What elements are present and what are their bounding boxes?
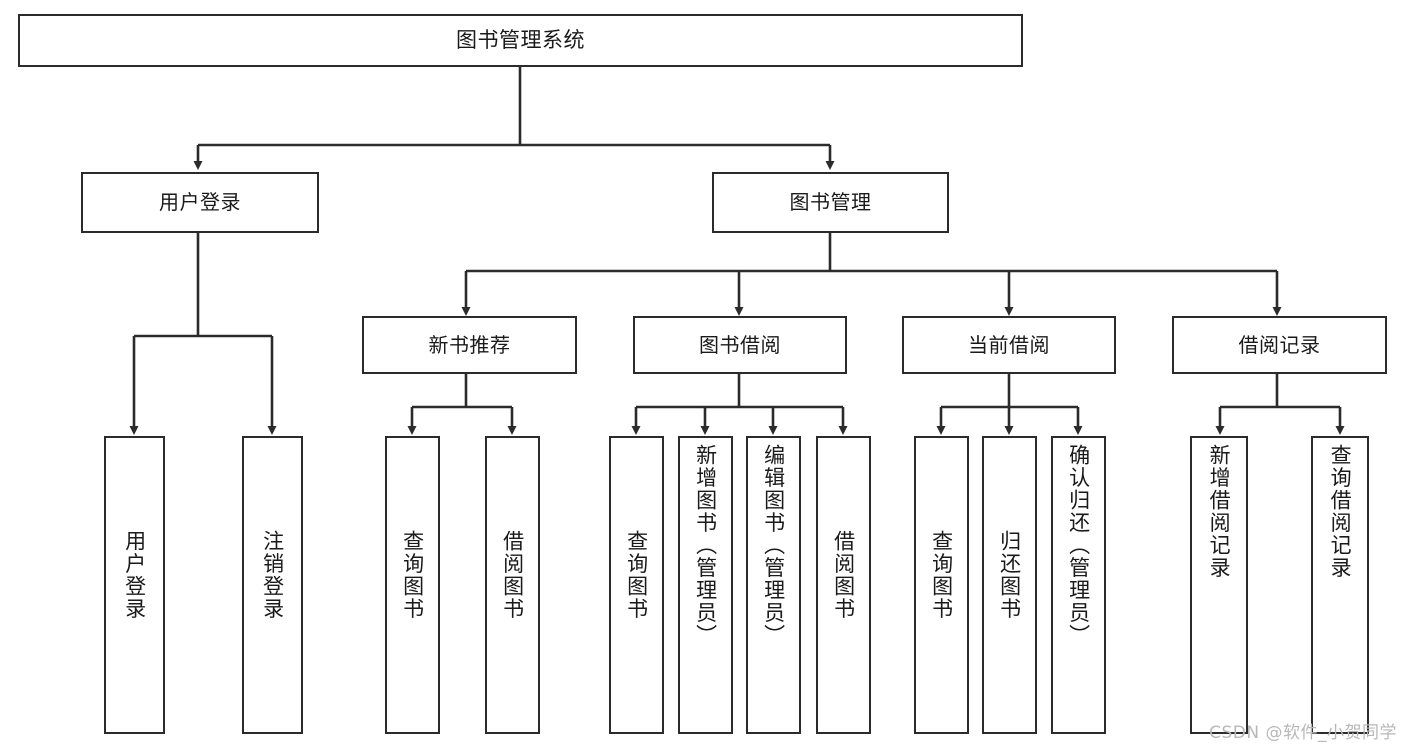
leaf-new-book-borrow[interactable]: 借阅图书 <box>485 436 540 734</box>
leaf-book-borrow-borrow[interactable]: 借阅图书 <box>816 436 871 734</box>
leaf-borrow-record-add-label: 新增借阅记录 <box>1207 444 1232 579</box>
node-new-book-recommend-label: 新书推荐 <box>428 332 511 357</box>
node-book-borrow[interactable]: 图书借阅 <box>633 316 847 374</box>
node-book-management-label: 图书管理 <box>789 190 872 215</box>
node-current-borrow-label: 当前借阅 <box>968 332 1050 357</box>
node-root-system[interactable]: 图书管理系统 <box>18 14 1023 67</box>
leaf-book-borrow-edit[interactable]: 编辑图书（管理员） <box>746 436 801 734</box>
leaf-user-login-logout[interactable]: 注销登录 <box>242 436 303 734</box>
node-current-borrow[interactable]: 当前借阅 <box>902 316 1116 374</box>
node-book-borrow-label: 图书借阅 <box>699 332 781 357</box>
node-root-label: 图书管理系统 <box>456 27 585 52</box>
leaf-user-login-logout-label: 注销登录 <box>260 530 285 620</box>
leaf-current-borrow-confirm-label: 确认归还（管理员） <box>1066 444 1091 647</box>
leaf-book-borrow-edit-label: 编辑图书（管理员） <box>761 444 786 647</box>
node-user-login-label: 用户登录 <box>159 190 241 215</box>
leaf-borrow-record-add[interactable]: 新增借阅记录 <box>1190 436 1248 734</box>
leaf-current-borrow-confirm[interactable]: 确认归还（管理员） <box>1051 436 1106 734</box>
leaf-book-borrow-query-label: 查询图书 <box>624 530 649 620</box>
watermark-text: CSDN @软件_小贺同学 <box>1209 723 1397 743</box>
leaf-user-login-login-label: 用户登录 <box>122 530 147 620</box>
leaf-book-borrow-add-label: 新增图书（管理员） <box>693 444 718 647</box>
node-borrow-record-label: 借阅记录 <box>1238 332 1321 357</box>
leaf-current-borrow-query[interactable]: 查询图书 <box>914 436 969 734</box>
leaf-current-borrow-query-label: 查询图书 <box>929 530 954 620</box>
leaf-current-borrow-return[interactable]: 归还图书 <box>982 436 1037 734</box>
node-user-login[interactable]: 用户登录 <box>81 172 319 233</box>
leaf-borrow-record-query-label: 查询借阅记录 <box>1328 444 1353 579</box>
node-book-management[interactable]: 图书管理 <box>712 172 949 233</box>
leaf-current-borrow-return-label: 归还图书 <box>997 530 1022 620</box>
leaf-book-borrow-add[interactable]: 新增图书（管理员） <box>678 436 733 734</box>
node-new-book-recommend[interactable]: 新书推荐 <box>362 316 577 374</box>
leaf-new-book-query-label: 查询图书 <box>400 530 425 620</box>
leaf-book-borrow-borrow-label: 借阅图书 <box>831 530 856 620</box>
node-borrow-record[interactable]: 借阅记录 <box>1172 316 1387 374</box>
leaf-new-book-borrow-label: 借阅图书 <box>500 530 525 620</box>
leaf-borrow-record-query[interactable]: 查询借阅记录 <box>1311 436 1369 734</box>
leaf-new-book-query[interactable]: 查询图书 <box>385 436 440 734</box>
leaf-book-borrow-query[interactable]: 查询图书 <box>609 436 664 734</box>
leaf-user-login-login[interactable]: 用户登录 <box>104 436 165 734</box>
